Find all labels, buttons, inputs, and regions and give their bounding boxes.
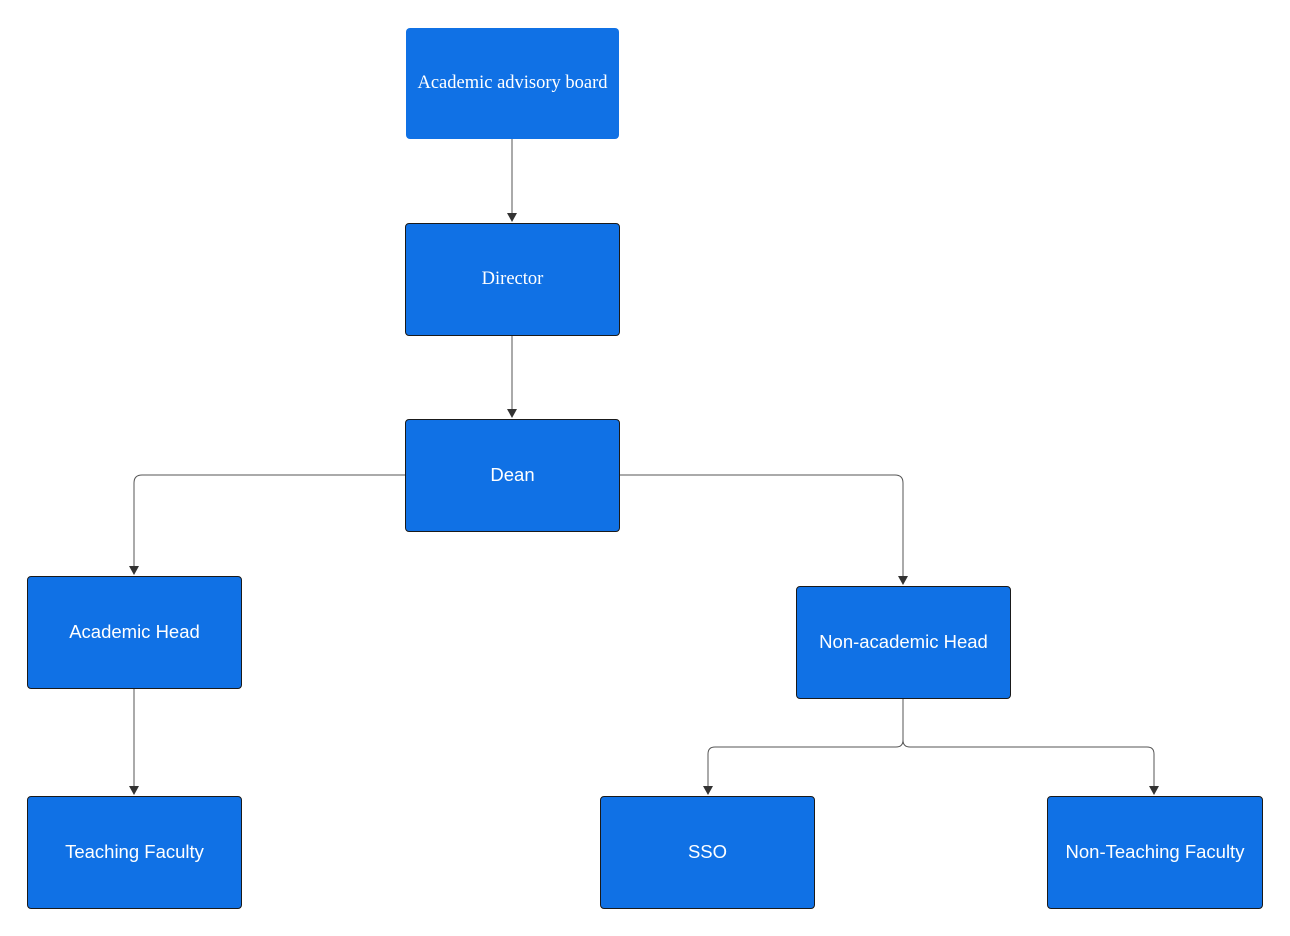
edge-non-academic-head-sso [703,699,904,795]
node-non-teaching-faculty[interactable]: Non-Teaching Faculty [1047,796,1263,909]
node-label: Director [481,269,544,290]
node-non-academic-head[interactable]: Non-academic Head [796,586,1011,699]
node-director[interactable]: Director [405,223,620,336]
node-dean[interactable]: Dean [405,419,620,532]
node-sso[interactable]: SSO [600,796,815,909]
node-label: Non-Teaching Faculty [1065,841,1245,863]
edge-non-academic-head-non-teaching-faculty [902,739,1159,795]
node-label: Non-academic Head [819,631,988,653]
node-label: Academic Head [69,621,200,643]
node-label: SSO [687,841,728,863]
node-academic-head[interactable]: Academic Head [27,576,242,689]
node-teaching-faculty[interactable]: Teaching Faculty [27,796,242,909]
node-label: Dean [490,464,535,486]
node-academic-advisory-board[interactable]: Academic advisory board [406,28,619,139]
edge-dean-academic-head [129,474,405,575]
edge-dean-non-academic-head [620,474,908,585]
node-label: Academic advisory board [417,73,608,94]
node-label: Teaching Faculty [65,841,204,863]
